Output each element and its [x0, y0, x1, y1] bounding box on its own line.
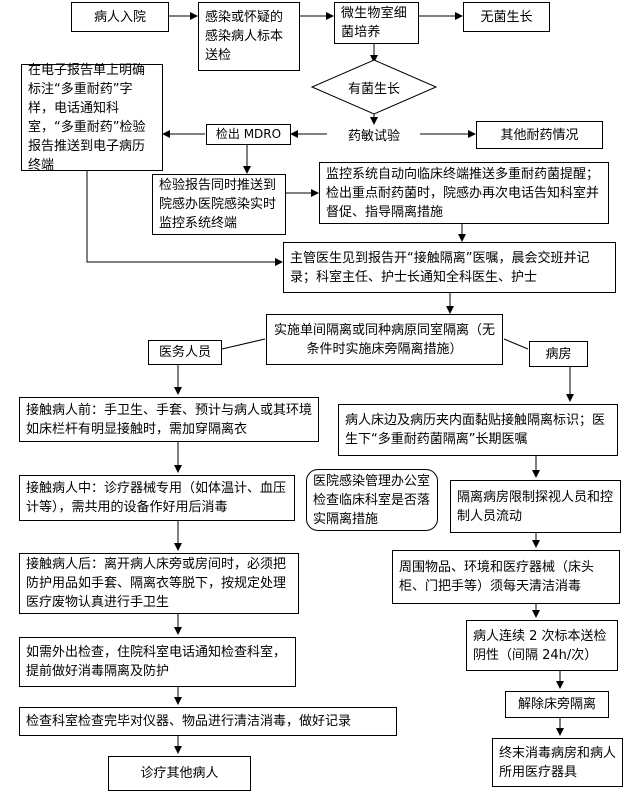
release-node: 解除床旁隔离 [505, 691, 609, 718]
sensitivity-node: 药敏试验 [328, 125, 420, 147]
outside-node: 如需外出检查，住院科室电话通知检查科室，提前做好消毒隔离及防护 [19, 637, 296, 687]
arrow-report-doctor [86, 170, 283, 266]
monitor-node: 监控系统自动向临床终端推送多重耐药菌提醒；检出重点耐药菌时，院感办再次电话告知科… [319, 162, 609, 224]
negative-node: 病人连续 2 次标本送检阴性（间隔 24h/次） [466, 620, 618, 671]
nogrowth-node: 无菌生长 [463, 2, 550, 32]
other-resist-node: 其他耐药情况 [476, 121, 603, 149]
daily-clean-node: 周围物品、环境和医疗器械（床头柜、门把手等）须每天清洁消毒 [392, 550, 620, 604]
staff-node: 医务人员 [148, 340, 222, 365]
growth-label: 有菌生长 [347, 82, 400, 97]
office-check-node: 医院感染管理办公室检查临床科室是否落实隔离措施 [306, 469, 438, 531]
micro-node: 微生物室细菌培养 [334, 2, 419, 44]
line-isolate-ward [503, 338, 529, 350]
suspect-node: 感染或怀疑的感染病人标本送检 [198, 2, 300, 71]
treat-other-node: 诊疗其他病人 [108, 756, 251, 791]
isolate-node: 实施单间隔离或同种病原同室隔离（无条件时实施床旁隔离措施） [266, 314, 503, 365]
during-node: 接触病人中：诊疗器械专用（如体温计、血压计等），需共用的设备作好用后消毒 [19, 475, 295, 521]
check-clean-node: 检查科室检查完毕对仪器、物品进行清洁消毒，做好记录 [19, 707, 397, 736]
after-node: 接触病人后：离开病人床旁或房间时，必须把防护用品如手套、隔离衣等脱下，按规定处理… [19, 553, 299, 614]
line-isolate-staff [221, 338, 266, 350]
final-node: 终末消毒病房和病人所用医疗器具 [492, 738, 623, 787]
mdro-node: 检出 MDRO [206, 124, 291, 145]
admit-node: 病人入院 [71, 2, 169, 32]
restrict-node: 隔离病房限制探视人员和控制人员流动 [450, 480, 621, 533]
bed-label-node: 病人床边及病历夹内面黏贴接触隔离标识；医生下“多重耐药菌隔离”长期医嘱 [338, 404, 618, 456]
push-office-node: 检验报告同时推送到院感办医院感染实时监控系统终端 [152, 174, 286, 235]
report-mark-node: 在电子报告单上明确标注“多重耐药”字样，电话通知科室，“多重耐药”检验报告推送到… [21, 63, 163, 173]
before-node: 接触病人前：手卫生、手套、预计与病人或其环境如床栏杆有明显接触时，需加穿隔离衣 [19, 397, 319, 442]
doctor-node: 主管医生见到报告开“接触隔离”医嘱，晨会交班并记录；科室主任、护士长通知全科医生… [283, 242, 616, 293]
ward-node: 病房 [529, 341, 588, 367]
